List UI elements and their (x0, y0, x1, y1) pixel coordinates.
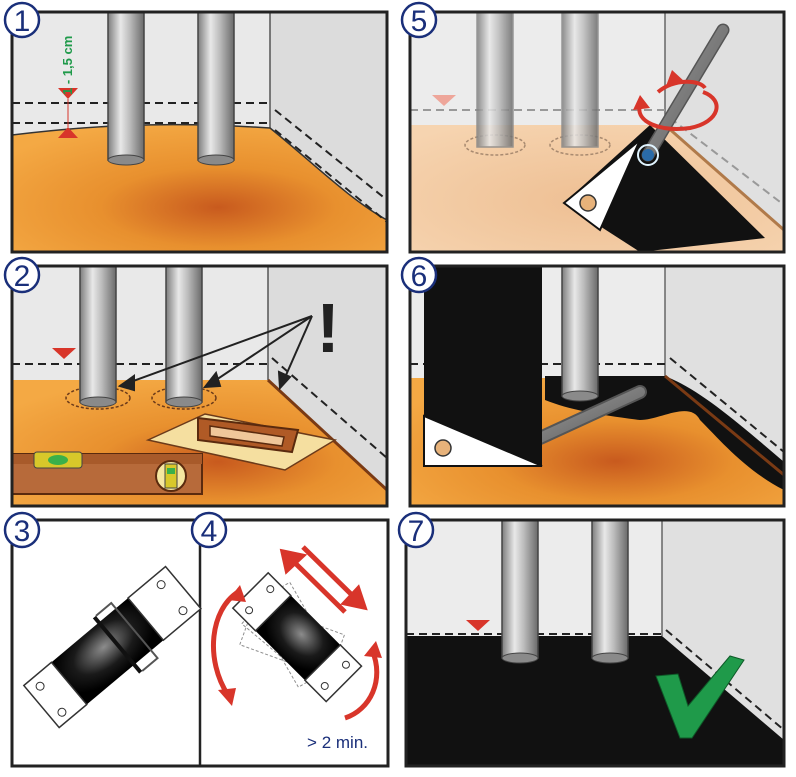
step-number-badge (3, 1, 41, 39)
step-number-badge (397, 511, 435, 549)
panel-step-1: 1 - 1,5 cm (12, 12, 387, 252)
step-number-badge (3, 256, 41, 294)
shake-arrows-icon (279, 545, 368, 614)
level-marker-icon (58, 127, 78, 138)
rotation-arrow-icon (637, 90, 719, 131)
spirit-level-icon (12, 451, 203, 495)
step-number: 2 (14, 260, 31, 293)
step-number-badge (400, 256, 438, 294)
step-number-badge (400, 1, 438, 39)
level-marker-icon (52, 348, 76, 359)
float-trowel-icon (145, 413, 338, 471)
panel-step-5 (410, 12, 784, 252)
step-number-badge (3, 511, 41, 549)
measurement-label: 1 - 1,5 cm (60, 36, 75, 95)
step-number: 6 (411, 260, 428, 293)
duration-label: > 2 min. (307, 733, 368, 752)
step-number: 7 (408, 515, 425, 548)
panel-step-2: ! (12, 266, 387, 506)
step-number-badge (190, 511, 228, 549)
step-number: 1 (14, 5, 31, 38)
level-marker-icon (466, 620, 490, 631)
step-number: 5 (411, 5, 428, 38)
panel-step-6 (410, 266, 784, 506)
step-number: 4 (201, 515, 218, 548)
panel-step-3 (22, 565, 202, 729)
checkmark-icon (655, 655, 745, 739)
panel-step-4: > 2 min. (210, 545, 382, 752)
panel-step-7 (406, 520, 784, 766)
level-marker-icon (58, 88, 78, 99)
rotation-arrow-icon (210, 585, 382, 721)
exclamation-icon: ! (316, 289, 339, 367)
brush-roller-icon (423, 266, 543, 467)
step-number: 3 (14, 515, 31, 548)
